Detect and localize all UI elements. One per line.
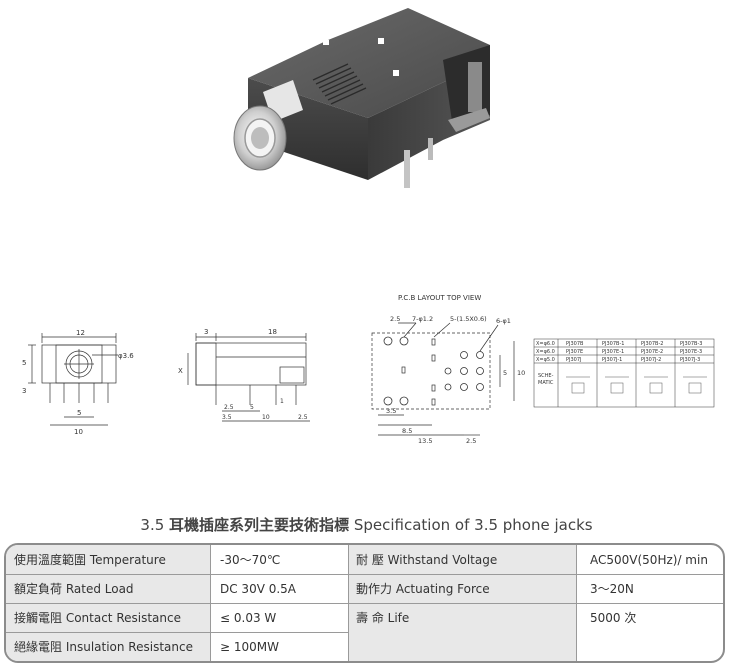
side-dim-bottom-4: 3.5 — [222, 414, 232, 421]
pcb-dim-holes-a: 7-φ1.2 — [412, 315, 433, 323]
pcb-dim-right-b: 10 — [517, 369, 525, 377]
pcb-dim-bottom-2: 8.5 — [402, 427, 412, 435]
spec-table: 使用溫度範圍 Temperature -30～70℃ 耐 壓 Withstand… — [4, 543, 725, 663]
pcb-dim-pitch: 2.5 — [390, 315, 400, 323]
product-photo — [233, 8, 490, 188]
spec-label-life: 壽 命 Life — [356, 611, 410, 625]
schem-r1-c0: X=φ6.0 — [536, 349, 555, 355]
spec-label-withstand-voltage: 耐 壓 Withstand Voltage — [356, 553, 498, 567]
spec-title-en: Specification of 3.5 phone jacks — [353, 516, 593, 534]
spec-value-rated-load: DC 30V 0.5A — [220, 581, 297, 596]
spec-label-temperature: 使用溫度範圍 Temperature — [14, 553, 166, 567]
side-dim-bottom-5: 10 — [262, 414, 270, 421]
spec-value-withstand-voltage: AC500V(50Hz)/ min — [590, 552, 708, 567]
spec-title-prefix: 3.5 — [140, 516, 165, 534]
spec-value-actuating-force: 3～20N — [590, 582, 634, 596]
spec-value-insulation-resistance: ≥ 100MW — [220, 639, 279, 654]
dimension-drawings: P.C.B LAYOUT TOP VIEW 12 5 3 5 10 φ3.6 3… — [22, 294, 715, 445]
schem-r0-c4: PJ307B-3 — [680, 341, 702, 347]
front-width-dim: 12 — [76, 329, 85, 337]
side-dim-bottom-3: 1 — [280, 398, 284, 405]
schem-r0-c1: PJ307B — [566, 341, 584, 347]
side-dim-left: 3 — [204, 328, 208, 336]
front-height-dim-bottom: 3 — [22, 387, 26, 395]
pcb-layout-drawing — [371, 322, 515, 436]
pcb-dim-right-a: 5 — [503, 369, 507, 377]
spec-value-temperature: -30～70℃ — [220, 553, 281, 567]
front-hole-dim: φ3.6 — [118, 352, 134, 360]
schem-r2-c2: PJ307J-1 — [602, 357, 622, 363]
schem-r0-c0: X=φ6.0 — [536, 341, 555, 347]
schem-r0-c3: PJ307B-2 — [641, 341, 663, 347]
schem-r1-c3: PJ307E-2 — [641, 349, 663, 355]
front-bottom-dim-inner: 5 — [77, 409, 81, 417]
front-view-drawing — [28, 333, 118, 426]
schem-label-1: SCHE- — [538, 373, 554, 379]
front-height-dim-top: 5 — [22, 359, 26, 367]
side-dim-main: 18 — [268, 328, 277, 336]
schem-label-2: MATIC — [538, 380, 554, 386]
spec-title: 3.5 耳機插座系列主要技術指標 Specification of 3.5 ph… — [0, 514, 733, 535]
pcb-view-caption: P.C.B LAYOUT TOP VIEW — [398, 294, 481, 302]
front-bottom-dim-outer: 10 — [74, 428, 83, 436]
schem-r1-c4: PJ307E-3 — [680, 349, 702, 355]
spec-label-actuating-force: 動作力 Actuating Force — [356, 582, 490, 596]
schematic-table — [533, 338, 715, 408]
schem-r1-c2: PJ307E-1 — [602, 349, 624, 355]
pcb-dim-bottom-3: 13.5 — [418, 437, 432, 445]
spec-title-cn: 耳機插座系列主要技術指標 — [169, 516, 350, 534]
pcb-dim-bottom-1: 3.5 — [386, 407, 396, 415]
spec-label-rated-load: 額定負荷 Rated Load — [14, 582, 134, 596]
side-dim-bottom-6: 2.5 — [298, 414, 308, 421]
spec-label-insulation-resistance: 絕緣電阻 Insulation Resistance — [14, 640, 193, 654]
side-dim-bottom-1: 2.5 — [224, 404, 234, 411]
spec-value-contact-resistance: ≤ 0.03 W — [220, 610, 277, 625]
pcb-dim-slots: 5-(1.5X0.6) — [450, 315, 487, 323]
schem-r2-c0: X=φ5.0 — [536, 357, 555, 363]
spec-value-life: 5000 次 — [590, 611, 637, 625]
schem-r0-c2: PJ307B-1 — [602, 341, 624, 347]
side-dim-x: X — [178, 367, 183, 375]
pcb-dim-holes-b: 6-φ1 — [496, 317, 511, 325]
schem-r2-c4: PJ307J-3 — [680, 357, 700, 363]
spec-label-contact-resistance: 接觸電阻 Contact Resistance — [14, 611, 181, 625]
schem-r2-c3: PJ307J-2 — [641, 357, 661, 363]
side-view-drawing — [187, 333, 310, 422]
side-dim-bottom-2: 5 — [250, 404, 254, 411]
schem-r2-c1: PJ307J — [566, 357, 582, 363]
schem-r1-c1: PJ307E — [566, 349, 583, 355]
pcb-dim-bottom-4: 2.5 — [466, 437, 476, 445]
